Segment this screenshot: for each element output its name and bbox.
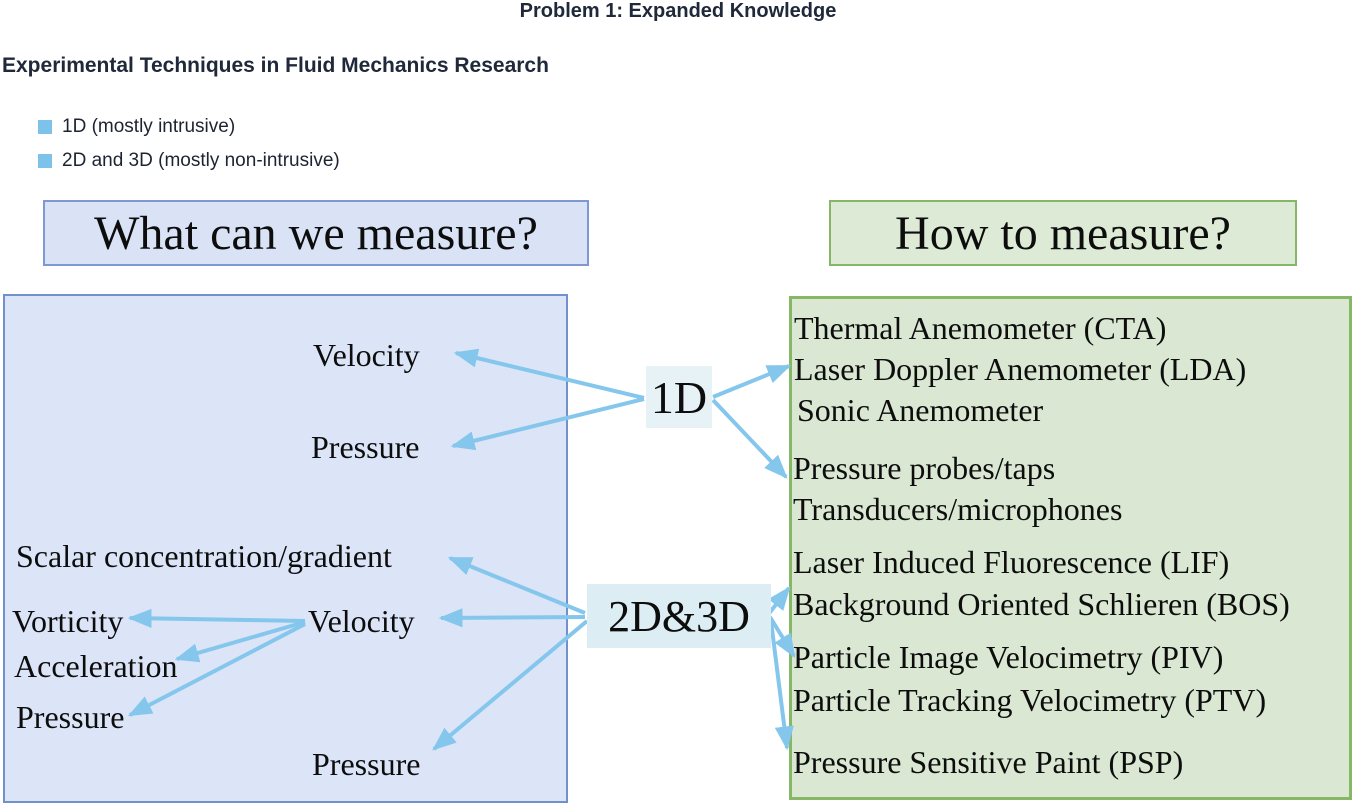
item-pressure-2d3d: Pressure xyxy=(312,746,421,782)
tag-1d: 1D xyxy=(646,366,712,428)
bullet-square-icon xyxy=(38,120,52,134)
bullet-label: 2D and 3D (mostly non-intrusive) xyxy=(62,150,340,171)
item-velocity-2d3d: Velocity xyxy=(308,603,415,639)
item-thermal-anemometer: Thermal Anemometer (CTA) xyxy=(794,310,1167,346)
bullet-item: 1D (mostly intrusive) xyxy=(38,110,340,144)
item-transducers: Transducers/microphones xyxy=(793,491,1123,527)
arrow-1d-to-probes xyxy=(711,398,788,479)
arrow-2d3d-to-psp xyxy=(769,620,794,751)
item-pressure-derived: Pressure xyxy=(16,699,125,735)
item-psp: Pressure Sensitive Paint (PSP) xyxy=(793,744,1184,780)
arrow-1d-to-anemometers xyxy=(712,364,792,399)
item-lif: Laser Induced Fluorescence (LIF) xyxy=(793,544,1230,580)
method-panel xyxy=(789,296,1352,800)
bullet-square-icon xyxy=(38,154,52,168)
bullet-item: 2D and 3D (mostly non-intrusive) xyxy=(38,144,340,178)
section-heading: Experimental Techniques in Fluid Mechani… xyxy=(2,54,549,77)
item-pressure-probes: Pressure probes/taps xyxy=(793,450,1056,486)
bullet-list: 1D (mostly intrusive) 2D and 3D (mostly … xyxy=(38,110,340,178)
tag-1d-label: 1D xyxy=(650,371,708,423)
item-velocity-1d: Velocity xyxy=(313,337,420,373)
slide-title: Problem 1: Expanded Knowledge xyxy=(519,0,837,22)
tag-2d3d: 2D&3D xyxy=(587,584,771,648)
item-pressure-1d: Pressure xyxy=(311,429,420,465)
item-acceleration: Acceleration xyxy=(14,648,178,684)
measure-header-box: What can we measure? xyxy=(43,200,589,266)
method-header-box: How to measure? xyxy=(829,200,1297,266)
item-vorticity: Vorticity xyxy=(12,603,124,639)
bullet-label: 1D (mostly intrusive) xyxy=(62,116,236,137)
tag-2d3d-label: 2D&3D xyxy=(608,591,750,641)
item-sonic-anemometer: Sonic Anemometer xyxy=(797,392,1044,428)
item-scalar-concentration: Scalar concentration/gradient xyxy=(16,538,392,574)
measure-header-label: What can we measure? xyxy=(94,206,538,260)
item-laser-doppler: Laser Doppler Anemometer (LDA) xyxy=(794,351,1247,387)
method-header-label: How to measure? xyxy=(895,206,1231,260)
item-piv: Particle Image Velocimetry (PIV) xyxy=(793,639,1224,675)
item-bos: Background Oriented Schlieren (BOS) xyxy=(793,586,1290,622)
item-ptv: Particle Tracking Velocimetry (PTV) xyxy=(793,682,1267,718)
